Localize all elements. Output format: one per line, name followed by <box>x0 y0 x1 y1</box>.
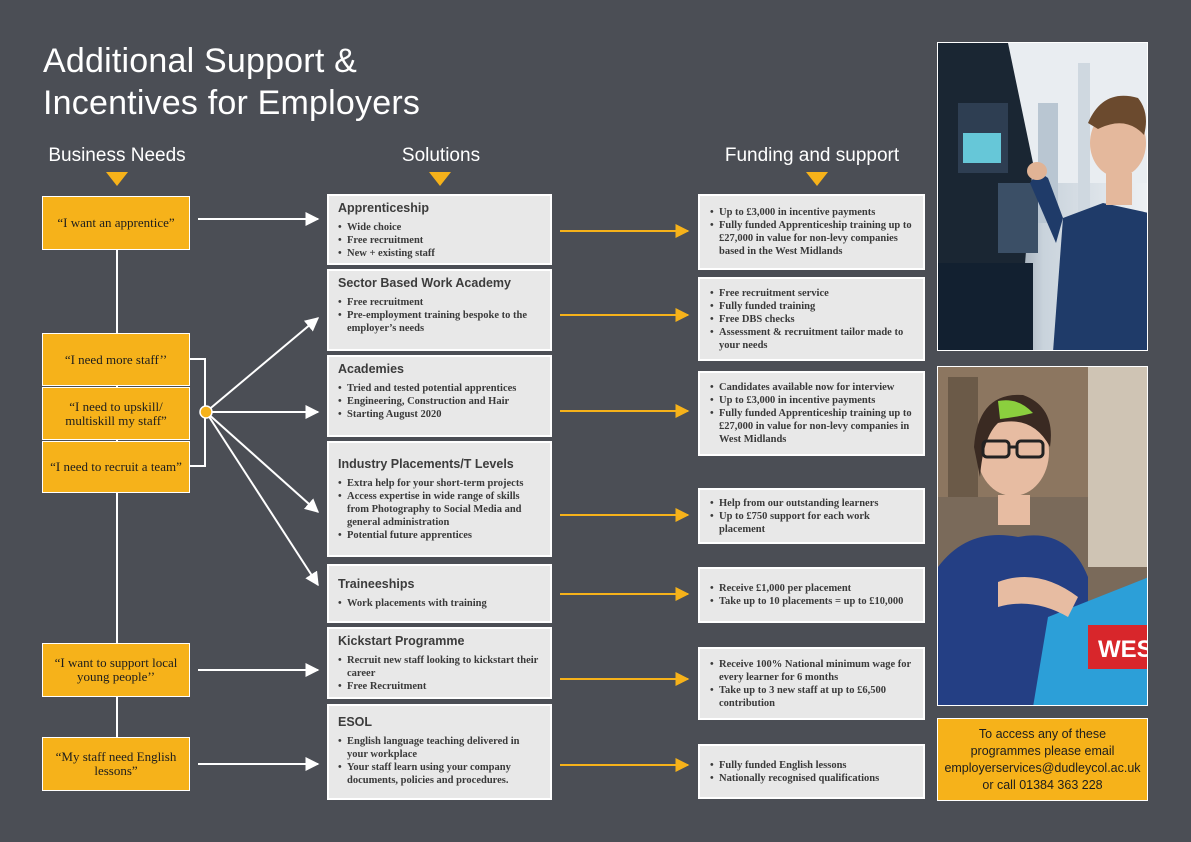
solution-industry-placements: Industry Placements/T Levels Extra help … <box>327 441 552 557</box>
photo-female-apprentice: WES <box>937 366 1148 706</box>
contact-phone[interactable]: or call 01384 363 228 <box>982 777 1103 792</box>
solution-title: Kickstart Programme <box>338 634 465 648</box>
funding-industry-placements: Help from our outstanding learners Up to… <box>698 488 925 544</box>
page-title-line2: Incentives for Employers <box>43 84 421 122</box>
list-item: Engineering, Construction and Hair <box>338 395 541 408</box>
solution-traineeships: Traineeships Work placements with traini… <box>327 564 552 623</box>
solution-title: Sector Based Work Academy <box>338 276 511 290</box>
need-english-lessons: “My staff need English lessons” <box>42 737 190 791</box>
list-item: Take up to 10 placements = up to £10,000 <box>710 595 913 608</box>
list-item: Potential future apprentices <box>338 529 541 542</box>
list-item: Assessment & recruitment tailor made to … <box>710 326 913 352</box>
list-item: Recruit new staff looking to kickstart t… <box>338 654 541 680</box>
list-item: Nationally recognised qualifications <box>710 772 913 785</box>
photo-apprentice-illustration <box>938 43 1147 350</box>
arrow-industry <box>205 411 320 513</box>
solution-title: Traineeships <box>338 577 415 591</box>
solution-title: Apprenticeship <box>338 201 429 215</box>
list-item: Work placements with training <box>338 597 541 610</box>
page-title-line1: Additional Support & <box>43 42 357 80</box>
list-item: English language teaching delivered in y… <box>338 735 541 761</box>
list-item: Receive £1,000 per placement <box>710 582 913 595</box>
solution-apprenticeship: Apprenticeship Wide choice Free recruitm… <box>327 194 552 265</box>
column-heading-needs-arrow-icon <box>106 172 128 186</box>
column-heading-funding-arrow-icon <box>806 172 828 186</box>
photo-female-apprentice-illustration: WES <box>938 367 1148 705</box>
column-heading-business-needs: Business Needs <box>48 145 186 166</box>
need-more-staff: “I need more staff’’ <box>42 333 190 386</box>
need-upskill: “I need to upskill/ multiskill my staff” <box>42 387 190 440</box>
list-item: Up to £750 support for each work placeme… <box>710 510 913 536</box>
funding-apprenticeship: Up to £3,000 in incentive payments Fully… <box>698 194 925 270</box>
list-item: Candidates available now for interview <box>710 381 913 394</box>
funding-esol: Fully funded English lessons Nationally … <box>698 744 925 799</box>
list-item: Free recruitment <box>338 296 541 309</box>
list-item: Take up to 3 new staff at up to £6,500 c… <box>710 684 913 710</box>
list-item: Starting August 2020 <box>338 408 541 421</box>
contact-box: To access any of these programmes please… <box>937 718 1148 801</box>
list-item: Pre-employment training bespoke to the e… <box>338 309 541 335</box>
list-item: Tried and tested potential apprentices <box>338 382 541 395</box>
list-item: Your staff learn using your company docu… <box>338 761 541 787</box>
arrow-traineeships <box>205 411 319 587</box>
list-item: Free Recruitment <box>338 680 541 693</box>
funding-kickstart: Receive 100% National minimum wage for e… <box>698 647 925 720</box>
list-item: Fully funded training <box>710 300 913 313</box>
list-item: Free recruitment <box>338 234 541 247</box>
list-item: Fully funded Apprenticeship training up … <box>710 219 913 258</box>
need-apprentice: “I want an apprentice” <box>42 196 190 250</box>
solution-esol: ESOL English language teaching delivered… <box>327 704 552 800</box>
photo-apprentice-at-machine <box>937 42 1148 351</box>
column-heading-funding: Funding and support <box>724 145 900 166</box>
list-item: Fully funded English lessons <box>710 759 913 772</box>
arrow-sector-academy <box>205 317 320 413</box>
list-item: Fully funded Apprenticeship training up … <box>710 407 913 446</box>
need-young-people: “I want to support local young people’’ <box>42 643 190 697</box>
photo-sign-text: WES <box>1098 636 1148 663</box>
solution-academies: Academies Tried and tested potential app… <box>327 355 552 437</box>
list-item: Free DBS checks <box>710 313 913 326</box>
contact-line1: To access any of these <box>978 726 1107 741</box>
list-item: Up to £3,000 in incentive payments <box>710 394 913 407</box>
contact-email-link[interactable]: employerservices@dudleycol.ac.uk <box>944 760 1141 775</box>
solution-title: Industry Placements/T Levels <box>338 457 514 471</box>
list-item: Access expertise in wide range of skills… <box>338 490 541 529</box>
solution-title: Academies <box>338 362 405 376</box>
list-item: Extra help for your short-term projects <box>338 477 541 490</box>
column-heading-solutions: Solutions <box>401 145 481 166</box>
list-item: New + existing staff <box>338 247 541 260</box>
funding-sector-academy: Free recruitment service Fully funded tr… <box>698 277 925 361</box>
list-item: Wide choice <box>338 221 541 234</box>
list-item: Receive 100% National minimum wage for e… <box>710 658 913 684</box>
bracket-node <box>199 405 213 419</box>
need-recruit-team: “I need to recruit a team” <box>42 441 190 493</box>
solution-title: ESOL <box>338 715 373 729</box>
list-item: Free recruitment service <box>710 287 913 300</box>
funding-traineeships: Receive £1,000 per placement Take up to … <box>698 567 925 623</box>
list-item: Help from our outstanding learners <box>710 497 913 510</box>
contact-line2: programmes please email <box>970 743 1115 758</box>
page-title: Additional Support & Incentives for Empl… <box>43 40 420 124</box>
list-item: Up to £3,000 in incentive payments <box>710 206 913 219</box>
funding-academies: Candidates available now for interview U… <box>698 371 925 456</box>
column-heading-solutions-arrow-icon <box>429 172 451 186</box>
solution-kickstart: Kickstart Programme Recruit new staff lo… <box>327 627 552 699</box>
solution-sector-academy: Sector Based Work Academy Free recruitme… <box>327 269 552 351</box>
